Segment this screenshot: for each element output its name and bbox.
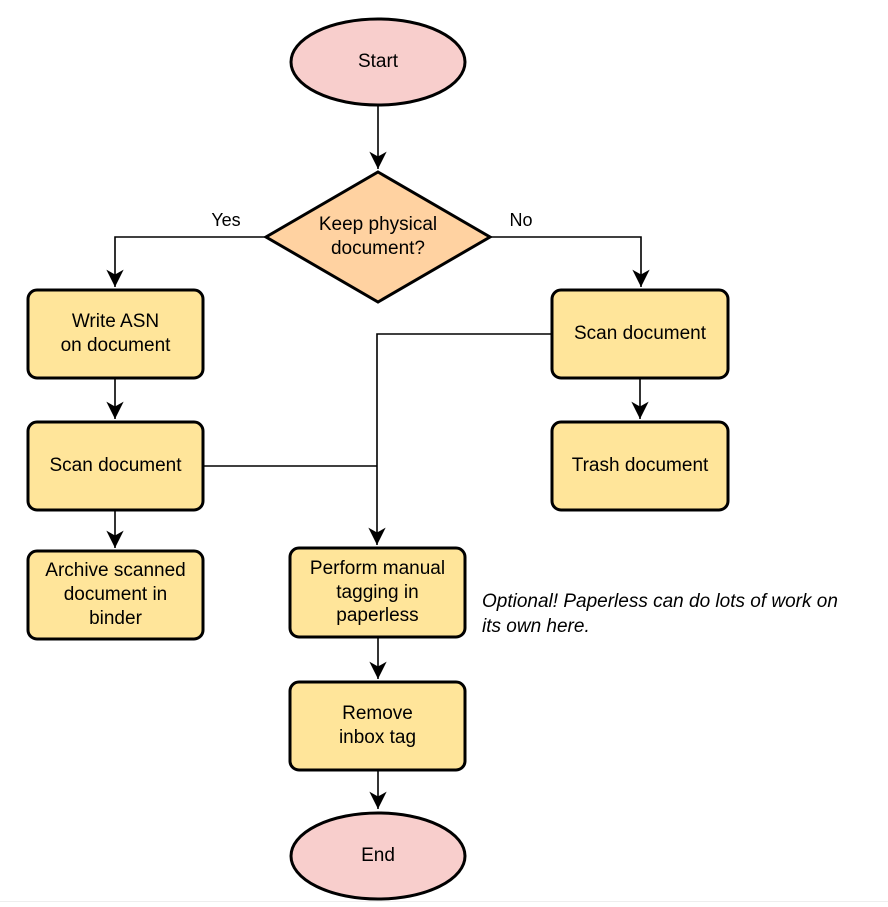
write-asn-shape xyxy=(26,288,205,380)
scan-right-shape xyxy=(550,288,730,380)
page-bottom-divider xyxy=(0,901,888,902)
start-terminal-shape xyxy=(289,17,467,107)
yes-edge-label: Yes xyxy=(211,210,241,230)
remove-inbox-shape xyxy=(288,680,467,772)
decision-diamond-shape xyxy=(263,170,493,304)
end-terminal-shape xyxy=(289,811,467,901)
edge-decision-no xyxy=(490,236,650,287)
no-edge-label: No xyxy=(509,210,533,230)
tagging-shape xyxy=(288,546,467,639)
scan-left-shape xyxy=(26,420,205,512)
archive-shape xyxy=(26,549,205,641)
edge-decision-yes xyxy=(106,236,266,287)
edge-scanright-to-tagging xyxy=(368,333,552,545)
trash-shape xyxy=(550,420,730,512)
optional-annotation: Optional! Paperless can do lots of work … xyxy=(482,591,838,637)
